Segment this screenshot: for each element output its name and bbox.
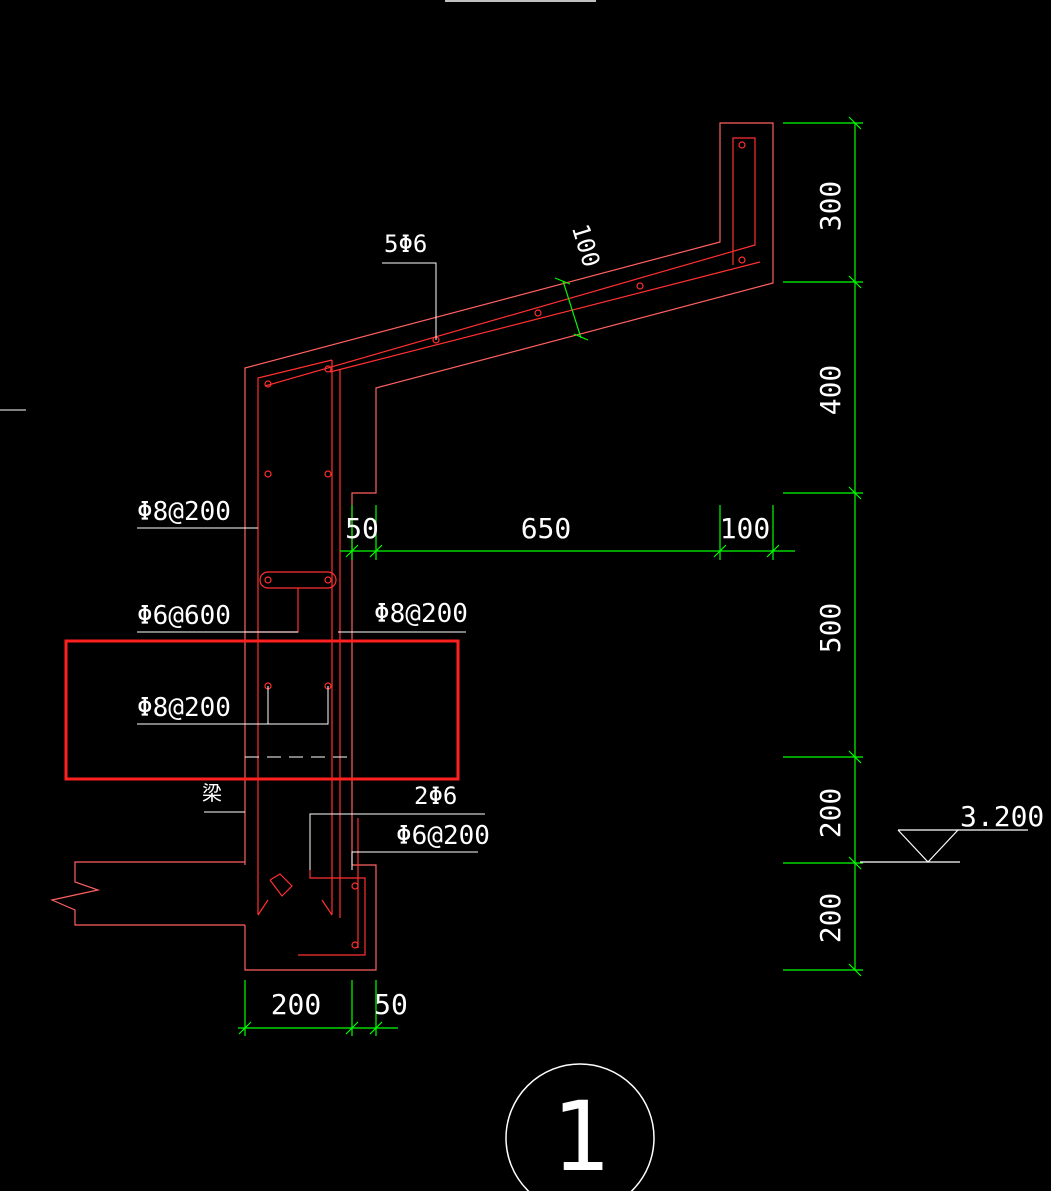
dimension-lines (238, 116, 863, 1036)
label-5phi6: 5Φ6 (384, 230, 427, 258)
leader-lines (137, 262, 485, 870)
detail-circle (505, 1063, 655, 1191)
rebar-dots (264, 141, 746, 949)
label-2phi6: 2Φ6 (414, 782, 457, 810)
detail-number: 1 (551, 1081, 609, 1191)
dim-50-bottom: 50 (374, 988, 408, 1021)
label-phi6-600: Φ6@600 (137, 601, 231, 631)
rebar-lines (245, 137, 761, 956)
elevation-symbol (860, 829, 1028, 863)
dim-200-lower: 200 (814, 893, 847, 944)
concrete-outline (50, 122, 774, 971)
highlight-box (64, 639, 460, 781)
label-beam: 梁 (202, 781, 222, 805)
label-phi8-200-right: Φ8@200 (374, 599, 468, 629)
dim-200-upper: 200 (814, 788, 847, 839)
label-elevation: 3.200 (960, 800, 1044, 833)
label-phi8-200-lower: Φ8@200 (137, 693, 231, 723)
dim-400: 400 (814, 365, 847, 416)
dim-500: 500 (814, 603, 847, 654)
dim-200-bottom: 200 (271, 988, 322, 1021)
label-phi8-200-upper: Φ8@200 (137, 497, 231, 527)
dim-300: 300 (814, 181, 847, 232)
label-phi6-200: Φ6@200 (396, 821, 490, 851)
dim-50-horizontal: 50 (345, 512, 379, 545)
dim-100-horizontal: 100 (720, 512, 771, 545)
dim-100-slab: 100 (566, 221, 605, 271)
dim-650: 650 (521, 512, 572, 545)
